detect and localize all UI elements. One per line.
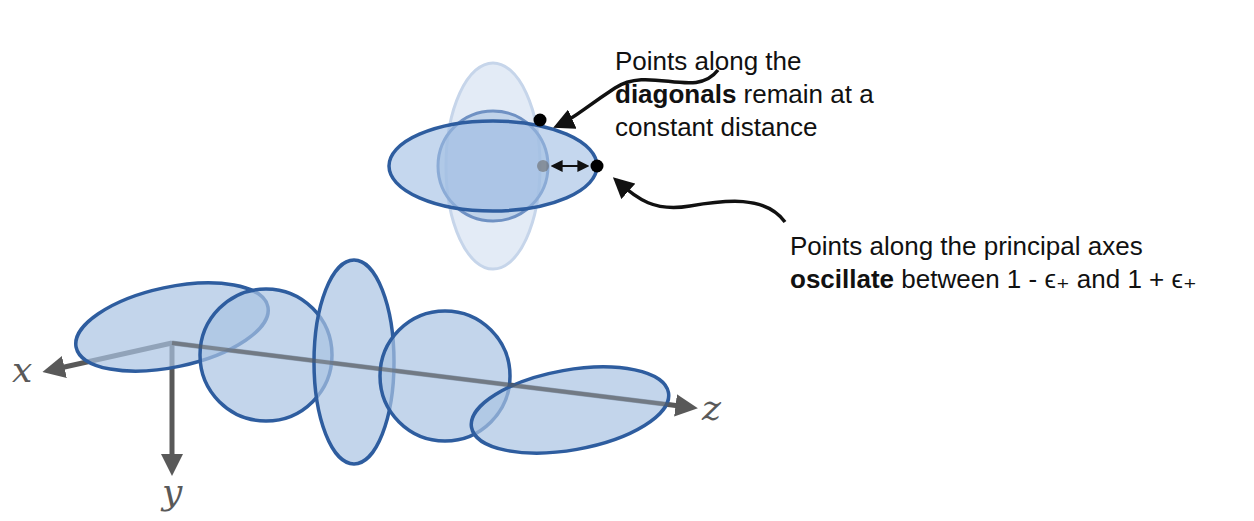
annotation-text: between 1 - ϵ₊ and 1 + ϵ₊	[901, 264, 1196, 294]
displacement-arrow	[553, 165, 587, 167]
wave-ring	[465, 353, 676, 467]
axis-label: y	[162, 472, 182, 512]
callout-line: Points along the diagonals remain at a c…	[615, 45, 905, 144]
rest-point	[537, 160, 549, 172]
callout: Points along the principal axesoscillate…	[790, 230, 1197, 296]
diagonal-point	[534, 114, 547, 127]
callout-line: oscillate between 1 - ϵ₊ and 1 + ϵ₊	[790, 263, 1197, 296]
annotation-text: oscillate	[790, 264, 894, 294]
axis-label: x	[12, 350, 32, 390]
annotation-text: Points along the	[615, 46, 801, 76]
axis-label: z	[702, 388, 721, 428]
axis-point	[591, 160, 604, 173]
callout: Points along the diagonals remain at a c…	[615, 45, 905, 144]
leader-arrow	[616, 180, 785, 222]
annotation-text: Points along the principal axes	[790, 231, 1143, 261]
callout-line: Points along the principal axes	[790, 230, 1197, 263]
squeezed-ring	[389, 121, 597, 211]
z-axis-through	[172, 343, 680, 406]
annotation-text: diagonals	[615, 79, 736, 109]
